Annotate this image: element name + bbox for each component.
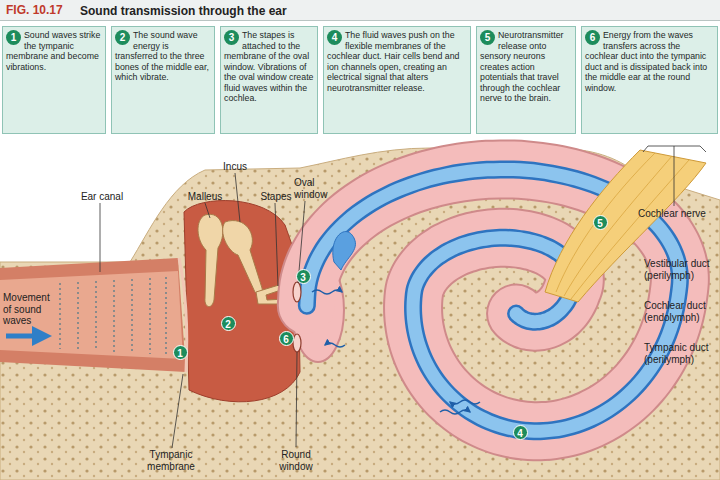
part-label: Oval window — [294, 177, 336, 200]
part-label: Round window — [270, 449, 322, 472]
callout-number: 3 — [296, 269, 311, 284]
nerve-bracket — [643, 146, 706, 206]
step-number: 2 — [115, 30, 130, 45]
figure-title: Sound transmission through the ear — [80, 4, 287, 18]
part-label: Stapes — [255, 191, 297, 203]
step-number: 3 — [224, 30, 239, 45]
callout-number: 6 — [279, 331, 294, 346]
duct-label: Cochlear duct (endolymph) — [644, 300, 719, 323]
step-number: 6 — [585, 30, 600, 45]
leader-line — [275, 203, 278, 286]
movement-arrow — [6, 334, 42, 339]
duct-label: Tympanic duct (perilymph) — [644, 342, 719, 365]
sound-wave — [113, 280, 115, 352]
part-label: Ear canal — [72, 191, 132, 203]
step-text: The fluid waves push on the flexible mem… — [327, 30, 467, 93]
ear-canal-wall — [0, 258, 186, 372]
callout-number: 5 — [593, 215, 608, 230]
fluid-wave-arrow — [325, 343, 345, 347]
step-box: 3The stapes is attached to the membrane … — [220, 26, 318, 134]
leader-line — [235, 173, 240, 222]
step-number: 1 — [6, 30, 21, 45]
incus-bone — [223, 221, 263, 294]
sound-wave — [59, 283, 61, 349]
sound-wave — [165, 277, 167, 355]
sound-wave — [149, 278, 151, 354]
sound-wave-stripes — [60, 277, 166, 355]
leader-line — [172, 374, 183, 448]
leader-lines — [100, 146, 706, 448]
ear-canal — [0, 271, 183, 359]
callout-number: 2 — [221, 316, 236, 331]
step-box: 4The fluid waves push on the flexible me… — [323, 26, 471, 134]
figure-number: FIG. 10.17 — [6, 4, 63, 18]
oval-window — [293, 282, 301, 302]
step-box: 6Energy from the waves transfers across … — [581, 26, 718, 134]
step-box: 5Neurotransmitter release onto sensory n… — [476, 26, 576, 134]
direction-label: Movement of sound waves — [3, 292, 57, 327]
fluid-wave-arrow — [312, 290, 342, 294]
fluid-wave-arrow — [450, 400, 480, 404]
step-text: Energy from the waves transfers across t… — [585, 30, 714, 93]
step-number: 5 — [480, 30, 495, 45]
leader-line — [296, 352, 297, 447]
step-number: 4 — [327, 30, 342, 45]
callout-number: 4 — [513, 425, 528, 440]
part-label: Malleus — [180, 191, 230, 203]
callout-number: 1 — [173, 345, 188, 360]
step-box: 1Sound waves strike the tympanic membran… — [2, 26, 106, 134]
part-label: Cochlear nerve — [638, 208, 718, 220]
sound-wave — [77, 282, 79, 350]
sound-wave — [131, 279, 133, 353]
round-window — [293, 334, 301, 352]
duct-label: Vestibular duct (perilymph) — [644, 258, 719, 281]
leader-line — [100, 203, 101, 272]
leader-line — [205, 203, 210, 218]
vestibular-organ — [333, 232, 356, 270]
temporal-bone — [0, 148, 720, 480]
fluid-waves — [312, 290, 480, 414]
nerve-fibre — [556, 153, 655, 292]
part-label: Incus — [215, 161, 255, 173]
part-label: Tympanic membrane — [140, 449, 202, 472]
sound-wave — [95, 281, 97, 351]
title-bar: Sound transmission through the ear FIG. 1… — [0, 0, 720, 21]
step-box: 2The sound wave energy is transferred to… — [111, 26, 215, 134]
malleus-bone — [198, 214, 223, 306]
fluid-wave-arrow — [440, 410, 470, 414]
